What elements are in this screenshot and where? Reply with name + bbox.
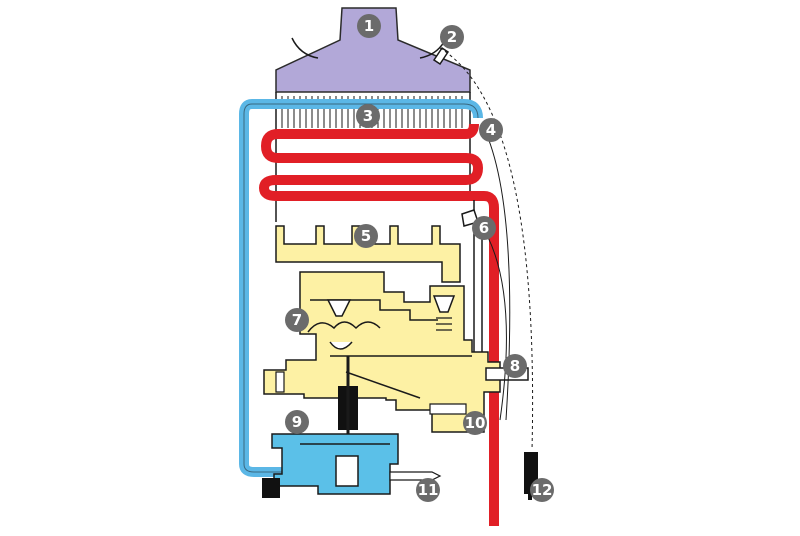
callout-10: 10 [463, 411, 487, 435]
valve-seat [329, 341, 353, 350]
callout-9: 9 [285, 410, 309, 434]
callout-7: 7 [285, 308, 309, 332]
callout-1: 1 [357, 14, 381, 38]
callout-3-label: 3 [363, 107, 373, 125]
main-valve-cone [326, 299, 352, 317]
igniter-10 [429, 403, 467, 415]
callout-11: 11 [416, 478, 440, 502]
callout-12: 12 [530, 478, 554, 502]
callout-6-label: 6 [479, 219, 489, 237]
callout-7-label: 7 [292, 311, 302, 329]
temperature-probe-2 [432, 46, 450, 66]
pilot-valve-spring [436, 317, 452, 331]
cold-water-pipe-outline [243, 103, 479, 473]
venturi-piston [335, 455, 359, 487]
callout-1-label: 1 [364, 17, 374, 35]
callout-3: 3 [356, 104, 380, 128]
main-burner [275, 225, 461, 283]
callout-5: 5 [354, 224, 378, 248]
callout-11-label: 11 [418, 481, 439, 499]
lever-arm [345, 371, 421, 399]
callout-12-label: 12 [532, 481, 553, 499]
pilot-valve-cone [432, 295, 456, 313]
hot-water-pipe [259, 123, 499, 526]
hood-draft-left [291, 37, 319, 59]
callout-9-label: 9 [292, 413, 302, 431]
gas-valve-diaphragm [307, 321, 381, 333]
water-outlet-adjuster-11 [389, 471, 442, 481]
gas-inlet-filter [275, 371, 285, 393]
callout-6: 6 [472, 216, 496, 240]
ignition-wire-dashed [439, 47, 534, 451]
water-valve-body [271, 433, 399, 495]
callout-4: 4 [479, 118, 503, 142]
water-inlet-pipe [262, 478, 280, 498]
callout-8: 8 [503, 354, 527, 378]
callout-2-label: 2 [447, 28, 457, 46]
callout-badges: 1 2 3 4 5 6 7 8 9 10 11 12 [285, 14, 554, 502]
callout-8-label: 8 [510, 357, 520, 375]
callout-10-label: 10 [465, 414, 486, 432]
gas-valve-upper-chamber [310, 299, 438, 321]
callout-2: 2 [440, 25, 464, 49]
callout-4-label: 4 [486, 121, 496, 139]
callout-5-label: 5 [361, 227, 371, 245]
